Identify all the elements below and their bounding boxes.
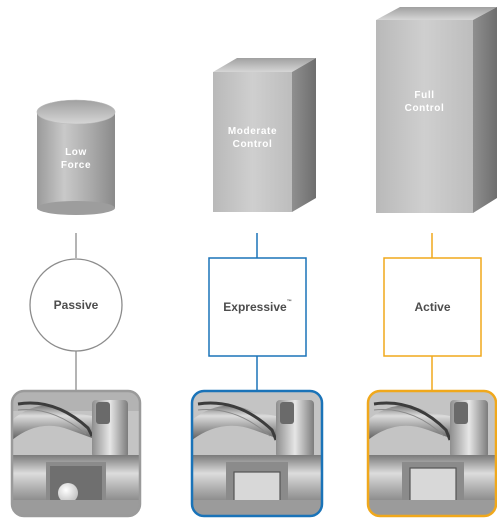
moderate-control-label-line1: Moderate: [227, 126, 278, 137]
moderate-box-shape: [213, 58, 316, 212]
active-label-text: Active: [414, 300, 451, 314]
expressive-label-text: Expressive: [223, 300, 287, 314]
expressive-node: [208, 257, 307, 357]
full-control-label-line2: Control: [404, 103, 445, 114]
active-node: [383, 257, 482, 357]
low-force-label-line1: Low: [65, 147, 87, 158]
expressive-image-frame: [190, 389, 324, 518]
passive-label: Passive: [30, 298, 122, 312]
moderate-control-label-line2: Control: [232, 139, 273, 150]
full-control-label-line1: Full: [414, 90, 435, 101]
passive-label-text: Passive: [53, 298, 99, 312]
bracket-with-clip-icon: [192, 391, 322, 516]
expressive-label: Expressive™: [209, 299, 306, 314]
bracket-with-clip-icon: [368, 391, 496, 516]
bracket-with-ball-icon: [12, 391, 140, 516]
active-label: Active: [384, 300, 481, 314]
full-control-label: Full Control: [376, 89, 473, 115]
active-image-frame: [366, 389, 497, 518]
full-box-shape: [376, 7, 497, 213]
low-force-label-line2: Force: [60, 160, 92, 171]
low-force-label: Low Force: [37, 146, 115, 172]
moderate-control-label: Moderate Control: [213, 125, 292, 151]
passive-image-frame: [10, 389, 142, 518]
passive-node: [29, 258, 123, 352]
trademark-mark: ™: [286, 299, 292, 305]
cylinder-shape: [36, 99, 116, 215]
